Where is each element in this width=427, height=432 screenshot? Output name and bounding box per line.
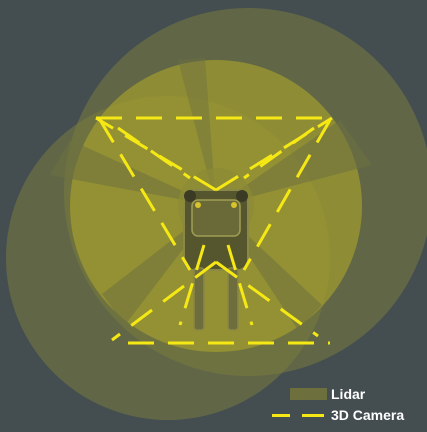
vehicle-wheel-front-left — [184, 190, 196, 202]
legend: Lidar 3D Camera — [272, 384, 422, 426]
legend-item-3d-camera: 3D Camera — [272, 405, 422, 425]
vehicle-sensor-left — [195, 202, 201, 208]
vehicle-sensor-right — [231, 202, 237, 208]
camera-legend-label: 3D Camera — [331, 406, 404, 424]
lidar-swatch — [290, 388, 327, 400]
legend-item-lidar: Lidar — [272, 384, 422, 404]
vehicle-wheel-front-right — [236, 190, 248, 202]
camera-dashed-swatch — [272, 414, 324, 417]
lidar-legend-label: Lidar — [331, 385, 365, 403]
